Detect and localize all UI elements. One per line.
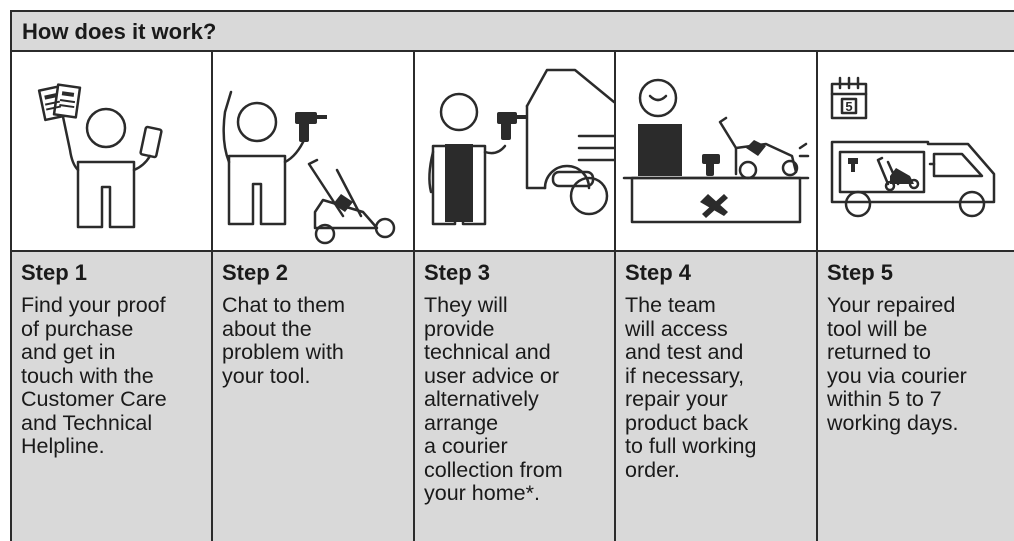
- calendar-day: 5: [845, 99, 852, 114]
- header-bar: How does it work?: [12, 12, 1014, 52]
- step-5-panel: Step 5 Your repaired tool will be return…: [818, 250, 1014, 541]
- step-5-description: Your repaired tool will be returned to y…: [827, 294, 1010, 435]
- step-3-panel: Step 3 They will provide technical and u…: [415, 250, 614, 541]
- technician-with-van-icon: [415, 52, 614, 250]
- step-1-column: Step 1 Find your proof of purchase and g…: [12, 52, 211, 541]
- step-4-illustration: [616, 52, 816, 250]
- step-1-description: Find your proof of purchase and get in t…: [21, 294, 207, 459]
- step-3-title: Step 3: [424, 260, 490, 286]
- step-4-title: Step 4: [625, 260, 691, 286]
- step-3-column: Step 3 They will provide technical and u…: [415, 52, 614, 541]
- step-5-column: 5 Step 5 Your repaired tool will be retu…: [818, 52, 1014, 541]
- step-1-title: Step 1: [21, 260, 87, 286]
- step-2-title: Step 2: [222, 260, 288, 286]
- step-3-description: They will provide technical and user adv…: [424, 294, 610, 506]
- step-2-illustration: [213, 52, 413, 250]
- step-1-panel: Step 1 Find your proof of purchase and g…: [12, 250, 211, 541]
- step-2-description: Chat to them about the problem with your…: [222, 294, 409, 388]
- calendar-and-delivery-van-icon: 5: [818, 52, 1014, 250]
- step-1-illustration: [12, 52, 211, 250]
- step-2-column: Step 2 Chat to them about the problem wi…: [213, 52, 413, 541]
- step-5-title: Step 5: [827, 260, 893, 286]
- step-4-column: Step 4 The team will access and test and…: [616, 52, 816, 541]
- person-with-drill-and-mower-icon: [213, 52, 413, 250]
- step-2-panel: Step 2 Chat to them about the problem wi…: [213, 250, 413, 541]
- step-3-illustration: [415, 52, 614, 250]
- step-5-illustration: 5: [818, 52, 1014, 250]
- page-title: How does it work?: [22, 19, 216, 45]
- person-with-documents-and-phone-icon: [12, 52, 211, 250]
- step-4-panel: Step 4 The team will access and test and…: [616, 250, 816, 541]
- step-4-description: The team will access and test and if nec…: [625, 294, 812, 482]
- technician-at-workbench-icon: [616, 52, 816, 250]
